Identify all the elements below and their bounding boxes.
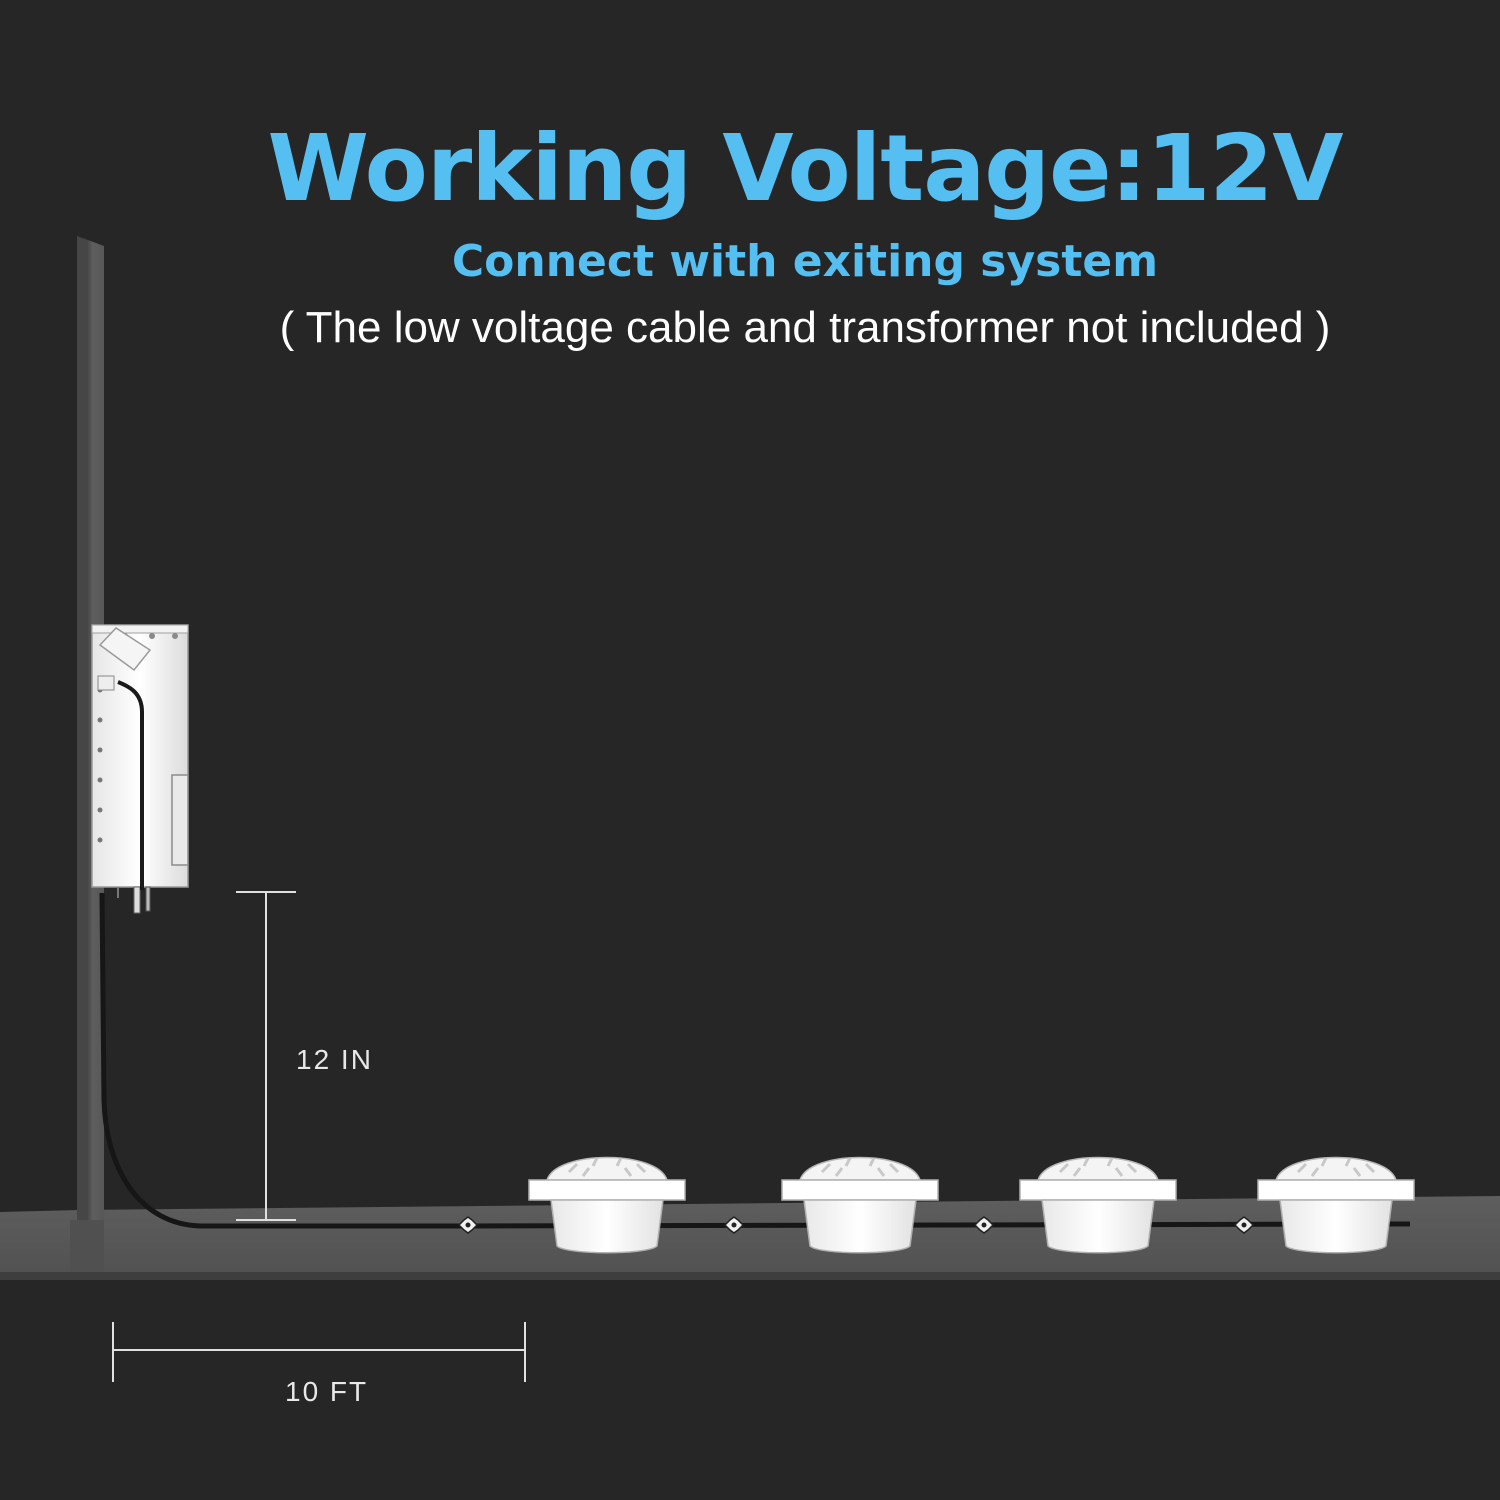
disclaimer-note: ( The low voltage cable and transformer … — [279, 303, 1331, 352]
length-dimension-label: 10 FT — [285, 1376, 369, 1407]
page-title: Working Voltage:12V — [267, 115, 1343, 222]
low-voltage-cable — [99, 680, 1411, 1229]
pathway-light-icon — [1019, 1156, 1177, 1254]
ground-slab — [0, 1196, 1500, 1280]
pathway-light-icon — [528, 1156, 686, 1254]
page-subtitle: Connect with exiting system — [451, 236, 1159, 287]
height-dimension-label: 12 IN — [296, 1044, 373, 1075]
pathway-light-icon — [1257, 1156, 1415, 1254]
length-dimension-line — [112, 1322, 526, 1382]
height-dimension-line — [236, 891, 296, 1221]
pathway-light-icon — [781, 1156, 939, 1254]
cable-connector-icon — [457, 1216, 1255, 1234]
